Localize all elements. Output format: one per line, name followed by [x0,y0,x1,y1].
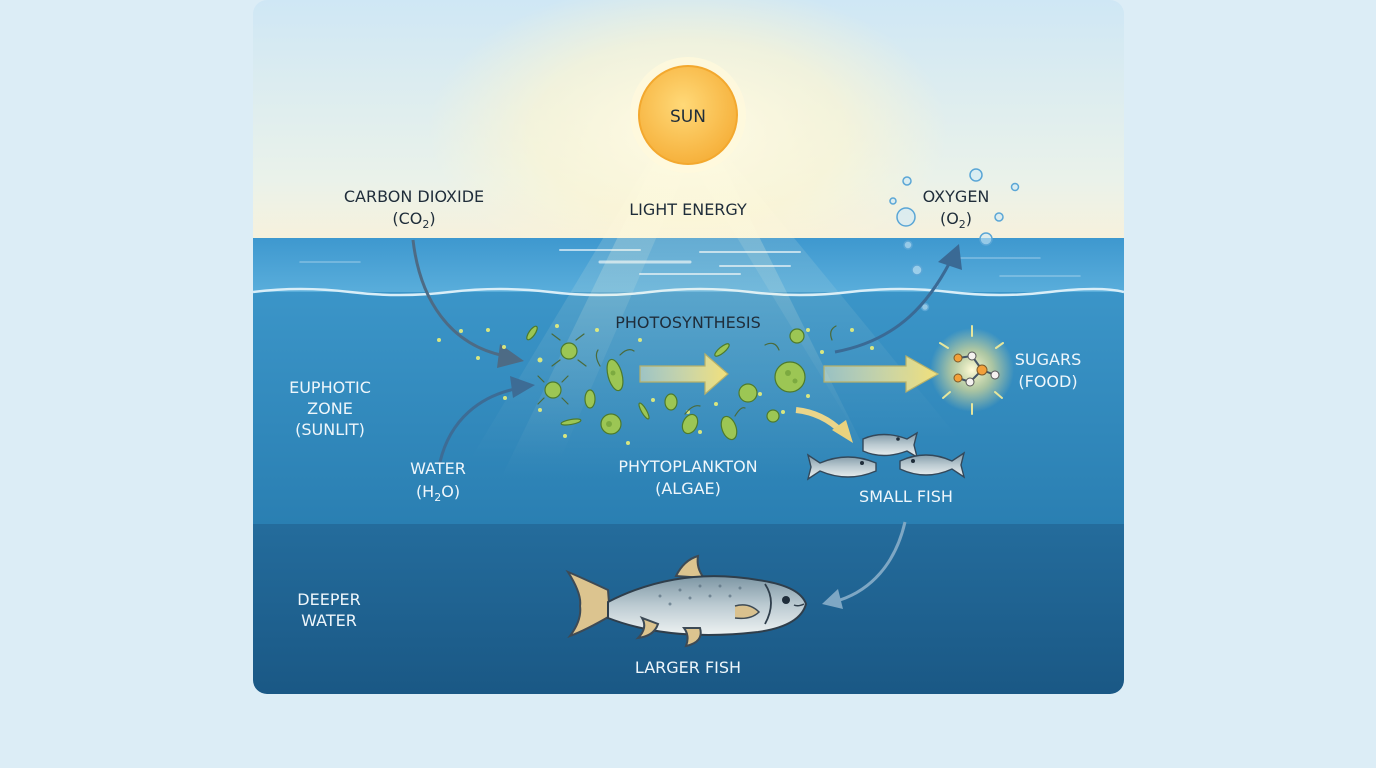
sun-label: SUN [670,107,706,127]
small-fish-arrow [795,407,853,443]
phytoplankton-label: PHYTOPLANKTON [618,457,757,476]
photosynthesis-label: PHOTOSYNTHESIS [615,313,760,332]
larger-fish-label: LARGER FISH [635,658,741,677]
carbon-dioxide-label: CARBON DIOXIDE [344,187,484,206]
euphotic-label-line2: ZONE [307,399,353,418]
oxygen-arrow [834,244,962,354]
oxygen-label: OXYGEN [923,187,990,206]
photosynthesis-arrow [639,352,729,396]
co2-formula: (CO2) [392,209,435,231]
sugars-arrow [823,354,940,394]
light-energy-label: LIGHT ENERGY [629,200,747,219]
larger-fish-arrow [822,521,907,609]
sugar-glow [930,328,1014,412]
oxygen-bubbles [889,168,1020,312]
co2-arrow [411,239,524,368]
small-fish-icon [899,451,966,479]
euphotic-label-line3: (SUNLIT) [295,420,365,439]
deeper-water-label-line1: DEEPER [297,590,360,609]
deeper-water-label-line2: WATER [301,611,357,630]
euphotic-label-line1: EUPHOTIC [289,378,371,397]
phytoplankton-cluster [437,324,874,445]
sugar-molecule-icon [939,325,1004,415]
larger-fish-icon [565,554,808,648]
small-fish-icon [862,431,919,459]
water-label: WATER [410,459,466,478]
small-fish-label: SMALL FISH [859,487,953,506]
small-fish-icon [806,453,877,481]
sun [638,65,738,165]
food-label: (FOOD) [1018,372,1077,391]
h2o-formula: (H2O) [416,482,460,504]
algae-label: (ALGAE) [655,479,721,498]
water-arrow [438,376,535,463]
sugars-label: SUGARS [1015,350,1081,369]
small-fish-group [806,431,966,481]
o2-formula: (O2) [940,209,972,231]
